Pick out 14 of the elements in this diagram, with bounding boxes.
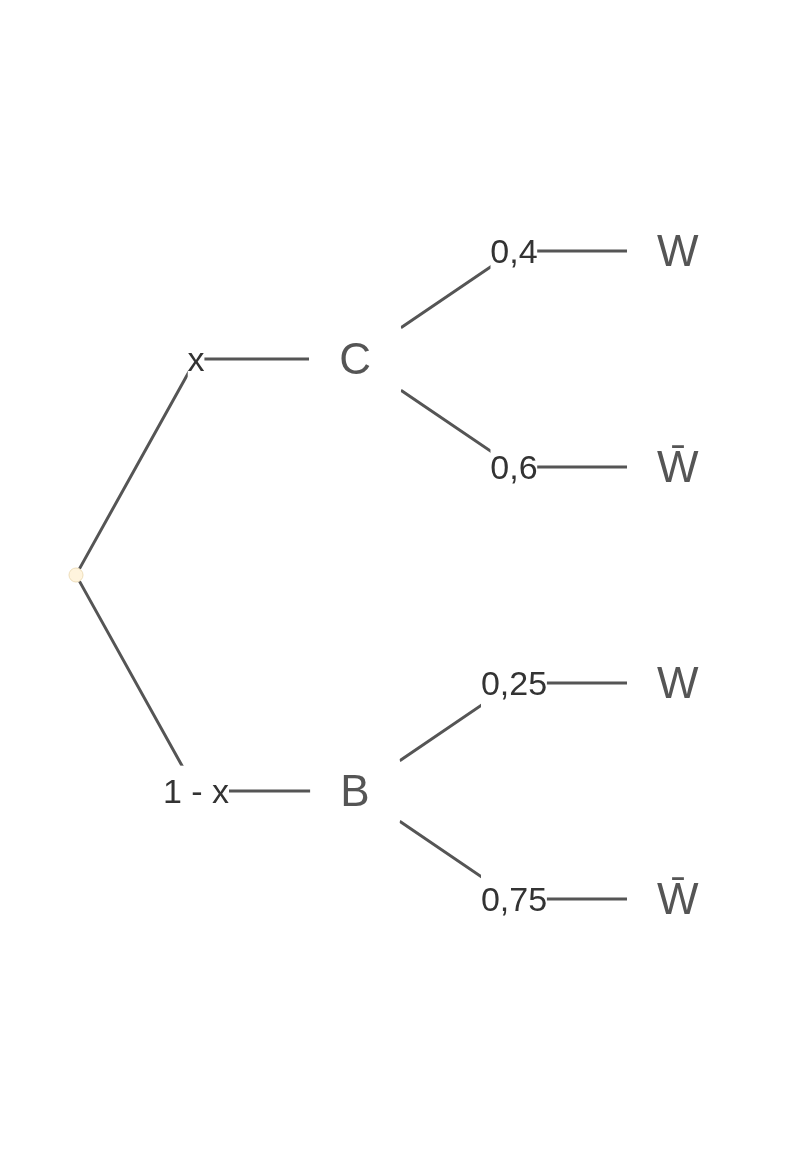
node-text: W	[656, 658, 699, 707]
node-text: C	[338, 334, 371, 383]
node-point	[68, 567, 84, 583]
node-text: W̄	[656, 874, 699, 923]
edge-label: 0,25	[480, 663, 547, 702]
edge-label: 1 - x	[162, 771, 229, 810]
edge-label: 0,6	[490, 447, 538, 486]
connector	[77, 357, 309, 570]
node-text: B	[340, 766, 370, 815]
edge-label: 0,4	[490, 231, 538, 270]
node-text: W	[656, 226, 699, 275]
edge-label: x	[187, 339, 205, 378]
edge-label: 0,75	[480, 879, 547, 918]
node-text: W̄	[656, 442, 699, 491]
